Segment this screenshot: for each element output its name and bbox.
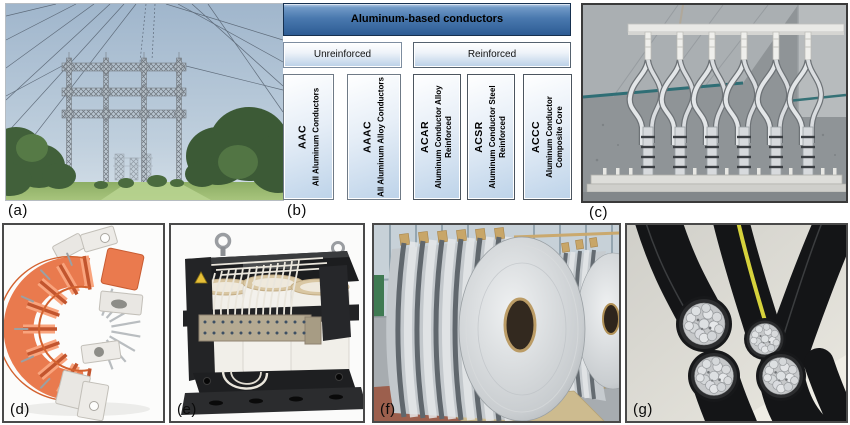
terminal-tabs-bottom <box>55 370 110 421</box>
diagram-title-box: Aluminum-based conductors <box>283 3 571 36</box>
wire-loop <box>221 370 269 390</box>
bushes <box>94 175 184 189</box>
wiring <box>206 257 332 316</box>
cable-face-1 <box>676 296 732 352</box>
conductor-acronym: AAC <box>295 125 308 149</box>
conductor-full-name: All Aluminum Alloy Conductors <box>376 77 386 197</box>
front-coil <box>386 227 586 421</box>
busbar-assembly-illustration <box>583 5 846 201</box>
right-clamp <box>319 265 351 341</box>
transmission-towers-illustration <box>6 4 283 200</box>
conductor-acronym: ACCC <box>529 121 542 153</box>
panel-g-label: (g) <box>633 401 653 418</box>
conductor-acronym: ACAR <box>419 121 432 153</box>
panel-b-label: (b) <box>287 202 307 219</box>
diagram-box-acsr: ACSR Aluminum Conductor Steel Reinforced <box>467 74 515 200</box>
flexible-busbar-illustration <box>4 225 163 421</box>
diagram-box-acar: ACAR Aluminum Conductor Alloy Reinforced <box>413 74 461 200</box>
panel-c-busbar-assembly-photo <box>581 3 848 203</box>
panel-c-label: (c) <box>589 204 608 221</box>
busbar-groups <box>626 31 825 178</box>
cable-face-4 <box>756 351 806 401</box>
base-frame <box>181 369 363 415</box>
panel-e-transformer-photo: (e) <box>169 223 365 423</box>
panel-f-label: (f) <box>380 401 396 418</box>
panel-d-label: (d) <box>10 401 30 418</box>
orange-end-block <box>100 247 145 291</box>
support-rod <box>513 231 619 239</box>
panel-b-conductor-diagram: Aluminum-based conductors Unreinforced R… <box>283 3 572 200</box>
conductor-acronym: ACSR <box>473 121 486 153</box>
terminal-strip <box>198 314 322 345</box>
conductor-full-name: Aluminum Conductor Steel Reinforced <box>488 85 508 189</box>
terminal-tabs-right <box>80 290 144 364</box>
cable-face-3 <box>688 350 740 402</box>
coil-core-hole <box>503 297 537 353</box>
conductor-full-name: Aluminum Conductor Alloy Reinforced <box>434 85 454 189</box>
base-rail <box>586 168 846 193</box>
top-rail <box>627 23 845 33</box>
lattice-tower <box>61 52 187 191</box>
conductor-full-name: All Aluminum Conductors <box>310 87 320 187</box>
green-post <box>374 275 384 347</box>
hanging-cable <box>679 5 684 25</box>
power-lines <box>6 4 283 173</box>
transformer-illustration <box>171 225 363 421</box>
panel-g-aluminum-cables-photo: (g) <box>625 223 848 423</box>
panel-d-flexible-busbar-photo: (d) <box>2 223 165 423</box>
distant-towers <box>113 153 153 181</box>
aluminum-cables-illustration <box>627 225 846 421</box>
terminal-tabs-top <box>52 225 118 261</box>
aluminum-coils-illustration <box>374 225 619 421</box>
panel-f-aluminum-coils-photo: (f) <box>372 223 621 423</box>
cable-face-2 <box>744 318 786 360</box>
diagram-box-aac: AAC All Aluminum Conductors <box>283 74 334 200</box>
diagram-category-reinforced: Reinforced <box>413 42 571 68</box>
diagram-box-accc: ACCC Aluminum Conductor Composite Core <box>523 74 572 200</box>
diagram-category-unreinforced: Unreinforced <box>283 42 402 68</box>
panel-a-label: (a) <box>8 202 28 219</box>
diagram-box-aaac: AAAC All Aluminum Alloy Conductors <box>347 74 401 200</box>
conductor-full-name: Aluminum Conductor Composite Core <box>544 96 564 178</box>
conductor-acronym: AAAC <box>361 121 374 153</box>
panel-e-label: (e) <box>177 401 197 418</box>
panel-a-transmission-towers-photo <box>5 3 284 201</box>
trees-left <box>6 127 76 196</box>
warning-triangle-icon <box>194 271 208 284</box>
floor-specks <box>595 123 836 162</box>
trees-right <box>185 107 283 193</box>
